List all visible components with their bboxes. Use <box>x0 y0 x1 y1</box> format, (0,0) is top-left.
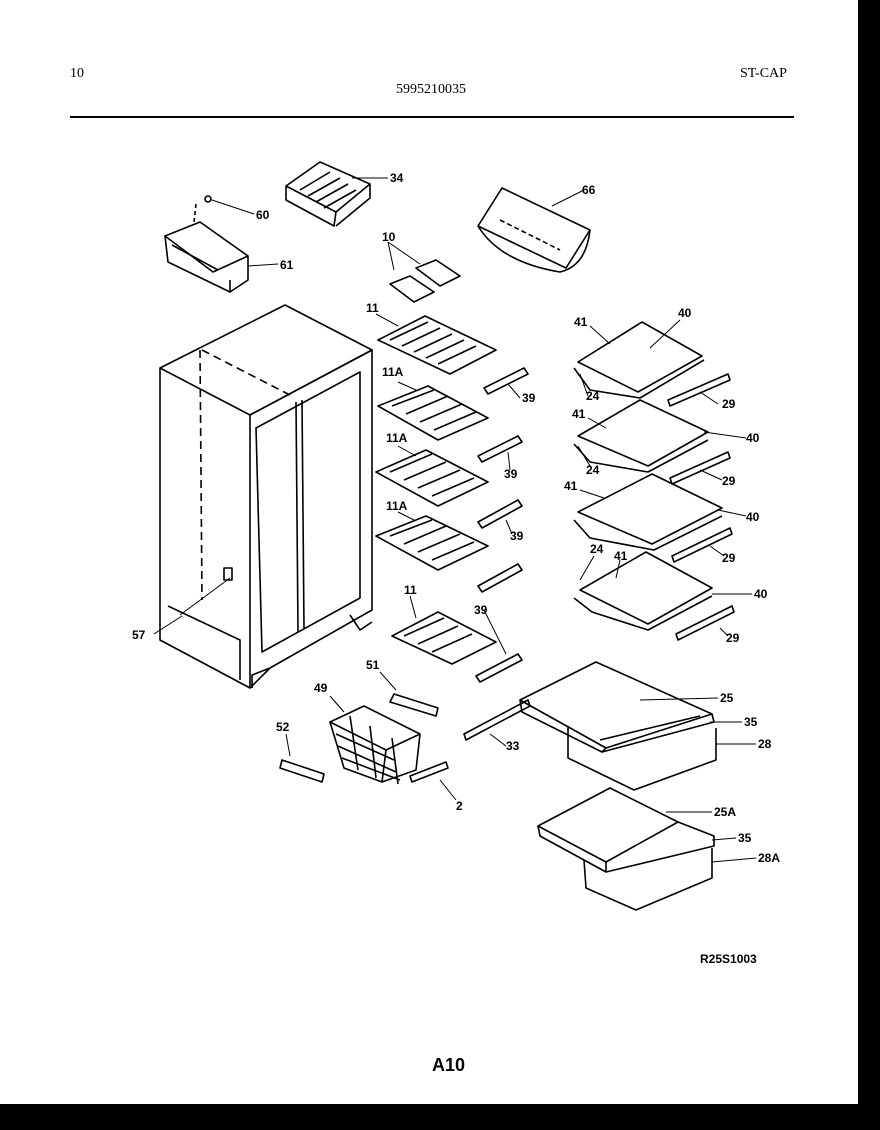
callout-24-1: 24 <box>586 389 600 403</box>
page-number: 10 <box>70 66 84 81</box>
callout-39-3: 39 <box>510 529 524 543</box>
callout-24-2: 24 <box>586 463 600 477</box>
basket-49 <box>329 705 421 785</box>
callout-11A-1: 11A <box>382 365 404 379</box>
callout-10: 10 <box>382 230 396 244</box>
wire-shelves-left <box>375 315 497 665</box>
callout-28: 28 <box>758 737 772 751</box>
part-66-cover <box>477 187 591 273</box>
leader-lines <box>153 177 757 863</box>
glass-shelves-right <box>573 321 723 631</box>
callout-11-top: 11 <box>366 301 379 315</box>
callout-39-1: 39 <box>522 391 536 405</box>
callout-2: 2 <box>456 799 463 813</box>
crisper-upper <box>519 661 717 791</box>
callout-39-2: 39 <box>504 467 518 481</box>
callout-41-3: 41 <box>564 479 578 493</box>
callout-29-3: 29 <box>722 551 736 565</box>
rails-39 <box>475 367 529 683</box>
scan-border-right <box>858 0 880 1130</box>
callout-57: 57 <box>132 628 146 642</box>
rails-29 <box>667 373 735 641</box>
callout-25A: 25A <box>714 805 736 819</box>
callout-29-4: 29 <box>726 631 740 645</box>
callout-51: 51 <box>366 658 380 672</box>
model-number: 5995210035 <box>396 82 466 97</box>
callout-11A-3: 11A <box>386 499 408 513</box>
callout-11-bottom: 11 <box>404 583 417 597</box>
scan-border-bottom <box>0 1104 880 1130</box>
part-34-bin <box>285 161 371 227</box>
callout-35-2: 35 <box>738 831 752 845</box>
callout-29-2: 29 <box>722 474 736 488</box>
small-parts <box>279 693 531 783</box>
callout-34: 34 <box>390 171 404 185</box>
drawing-code: R25S1003 <box>700 952 757 966</box>
part-60-61-bracket <box>164 195 249 293</box>
callout-40-1: 40 <box>678 306 692 320</box>
callout-35-1: 35 <box>744 715 758 729</box>
callout-40-4: 40 <box>754 587 768 601</box>
callout-labels: 34 66 60 61 10 11 40 41 24 29 11A 39 41 … <box>132 171 780 865</box>
header-rule <box>70 116 794 118</box>
callout-29-1: 29 <box>722 397 736 411</box>
callout-40-2: 40 <box>746 431 760 445</box>
cabinet <box>159 304 373 689</box>
callout-25: 25 <box>720 691 734 705</box>
callout-41-1: 41 <box>574 315 588 329</box>
callout-28A: 28A <box>758 851 780 865</box>
callout-66: 66 <box>582 183 596 197</box>
section-code: ST-CAP <box>740 66 787 81</box>
callout-24-3: 24 <box>590 542 604 556</box>
callout-39-4: 39 <box>474 603 488 617</box>
page-label: A10 <box>432 1055 466 1075</box>
callout-60: 60 <box>256 208 270 222</box>
part-10-clips <box>389 259 461 303</box>
callout-61: 61 <box>280 258 294 272</box>
crisper-lower <box>537 787 715 911</box>
callout-52: 52 <box>276 720 290 734</box>
callout-41-2: 41 <box>572 407 586 421</box>
callout-11A-2: 11A <box>386 431 408 445</box>
callout-49: 49 <box>314 681 328 695</box>
callout-40-3: 40 <box>746 510 760 524</box>
callout-41-4: 41 <box>614 549 628 563</box>
callout-33: 33 <box>506 739 520 753</box>
